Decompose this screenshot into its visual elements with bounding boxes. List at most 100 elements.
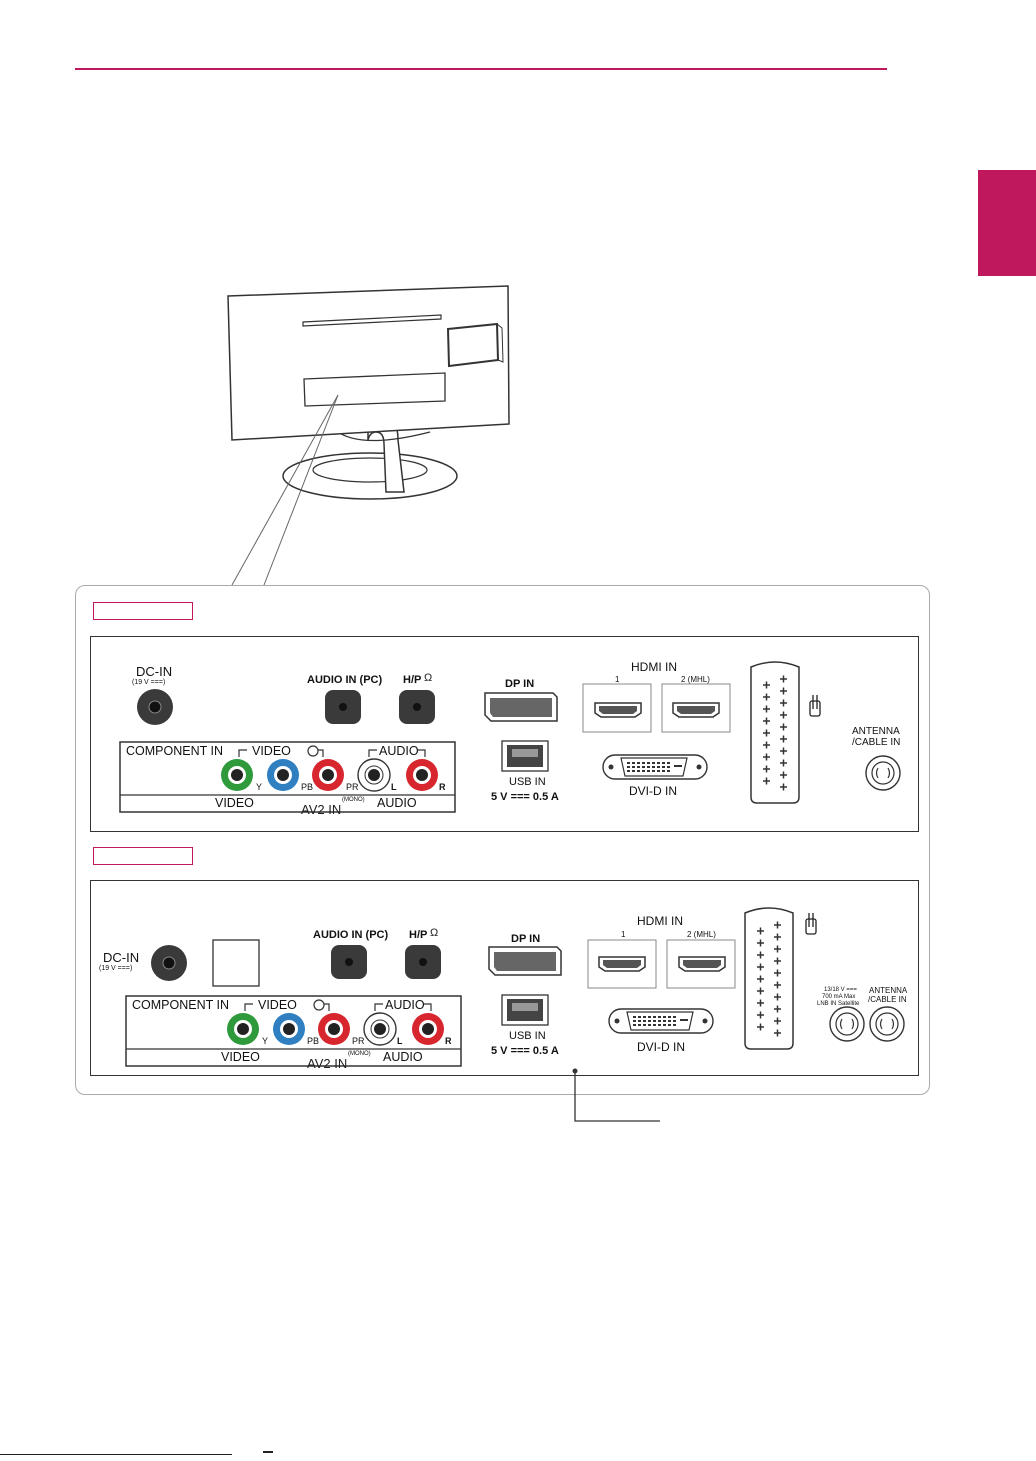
dvi-d-in-label: DVI-D IN <box>629 784 677 798</box>
dp-in-port <box>484 692 558 722</box>
back-port-recess <box>303 372 446 407</box>
model-label-2 <box>93 847 193 865</box>
av-audio-label: AUDIO <box>377 796 417 810</box>
dvi-d-in-label: DVI-D IN <box>637 1040 685 1054</box>
cable-in-label: /CABLE IN <box>852 737 901 748</box>
stand-base-inner <box>312 457 428 483</box>
audio-in-pc-jack <box>325 690 361 724</box>
dc-in-label: DC-IN <box>136 664 173 679</box>
dp-in-label: DP IN <box>511 933 541 945</box>
dc-in-label: DC-IN <box>103 950 140 965</box>
hp-label: H/P <box>403 674 422 686</box>
dp-in-label: DP IN <box>505 678 535 690</box>
hdmi-2-label: 2 (MHL) <box>681 675 710 684</box>
r-label: R <box>439 782 446 792</box>
dc-rating-label: (19 V ===) <box>99 965 133 972</box>
dvi-d-in-port <box>608 1008 714 1034</box>
port-panel-2-graphics <box>125 907 905 1067</box>
antenna-label: ANTENNA <box>852 726 900 737</box>
pr-label: PR <box>352 1036 365 1046</box>
av2-in-label: AV2 IN <box>307 1056 348 1071</box>
model-label-1 <box>93 602 193 620</box>
leader-line <box>572 1068 660 1122</box>
usb-in-port <box>501 740 549 772</box>
footer-rule <box>0 1454 232 1455</box>
scart-symbol-icon <box>809 695 821 717</box>
dc-in-jack <box>137 689 173 725</box>
mono-label: (MONO) <box>348 1051 371 1057</box>
lnb-line2-label: 700 mA Max <box>822 994 856 1000</box>
scart-port <box>744 907 794 1050</box>
hdmi-1-label: 1 <box>621 930 626 939</box>
hdmi-1-port <box>587 939 657 989</box>
pr-label: PR <box>346 782 359 792</box>
lnb-line3-label: LNB IN Satellite <box>817 1001 860 1007</box>
av-video-label: VIDEO <box>215 796 254 810</box>
vent-slot <box>302 314 442 327</box>
hdmi-in-label: HDMI IN <box>631 660 677 674</box>
lnb-satellite-jack <box>829 1006 865 1042</box>
rca-audio-r-jack <box>406 759 438 791</box>
rca-pb-jack <box>273 1013 305 1045</box>
hdmi-2-port <box>666 939 736 989</box>
component-audio-label: AUDIO <box>385 998 425 1012</box>
usb-rating-label: 5 V === 0.5 A <box>491 1045 559 1057</box>
rca-pr-jack <box>312 759 344 791</box>
headphone-icon: Ω <box>424 672 433 684</box>
side-module-edge <box>496 323 504 363</box>
antenna-jack <box>869 1006 905 1042</box>
cable-in-label: /CABLE IN <box>868 995 907 1004</box>
callout-line-right <box>263 394 339 586</box>
side-module <box>446 322 500 368</box>
pb-label: PB <box>301 782 314 792</box>
scart-port <box>750 661 800 804</box>
l-label: L <box>397 1036 403 1046</box>
dc-rating-label: (19 V ===) <box>132 679 166 686</box>
rca-pr-jack <box>318 1013 350 1045</box>
blank-module <box>212 939 260 987</box>
rca-audio-l-jack <box>363 1012 397 1046</box>
rca-audio-r-jack <box>412 1013 444 1045</box>
rca-y-jack <box>221 759 253 791</box>
port-panel-2: DC-IN (19 V ===) AUDIO IN (PC) H/P Ω DP … <box>90 880 919 1076</box>
component-in-label: COMPONENT IN <box>132 998 229 1012</box>
usb-in-label: USB IN <box>509 1030 546 1042</box>
audio-in-pc-label: AUDIO IN (PC) <box>313 929 389 941</box>
usb-in-port <box>501 994 549 1026</box>
port-panel-1-graphics <box>119 661 901 813</box>
antenna-jack <box>865 755 901 791</box>
monitor-back-illustration <box>227 285 510 586</box>
audio-in-pc-jack <box>331 945 367 979</box>
av2-in-label: AV2 IN <box>301 802 342 817</box>
rca-y-jack <box>227 1013 259 1045</box>
callout-line-left <box>231 394 339 586</box>
component-audio-label: AUDIO <box>379 744 419 758</box>
lnb-line1-label: 13/18 V === <box>824 987 857 993</box>
callout-box <box>75 585 930 1095</box>
hp-label: H/P <box>409 929 428 941</box>
hdmi-2-port <box>661 683 731 733</box>
dc-in-jack <box>151 945 187 981</box>
r-label: R <box>445 1036 452 1046</box>
headphone-jack <box>399 690 435 724</box>
dvi-d-in-port <box>602 754 708 780</box>
usb-rating-label: 5 V === 0.5 A <box>491 791 559 803</box>
header-rule <box>75 68 887 70</box>
y-label: Y <box>262 1036 269 1046</box>
y-label: Y <box>256 782 263 792</box>
rca-pb-jack <box>267 759 299 791</box>
port-panel-1: DC-IN (19 V ===) AUDIO IN (PC) H/P Ω DP … <box>90 636 919 832</box>
av-video-label: VIDEO <box>221 1050 260 1064</box>
rca-audio-l-jack <box>357 758 391 792</box>
hdmi-1-label: 1 <box>615 675 620 684</box>
l-label: L <box>391 782 397 792</box>
dp-in-port <box>488 946 562 976</box>
language-side-tab <box>978 170 1036 276</box>
component-video-label: VIDEO <box>258 998 297 1012</box>
component-video-label: VIDEO <box>252 744 291 758</box>
audio-in-pc-label: AUDIO IN (PC) <box>307 674 383 686</box>
footer-mark <box>263 1451 273 1453</box>
component-in-label: COMPONENT IN <box>126 744 223 758</box>
headphone-jack <box>405 945 441 979</box>
hdmi-2-label: 2 (MHL) <box>687 930 716 939</box>
